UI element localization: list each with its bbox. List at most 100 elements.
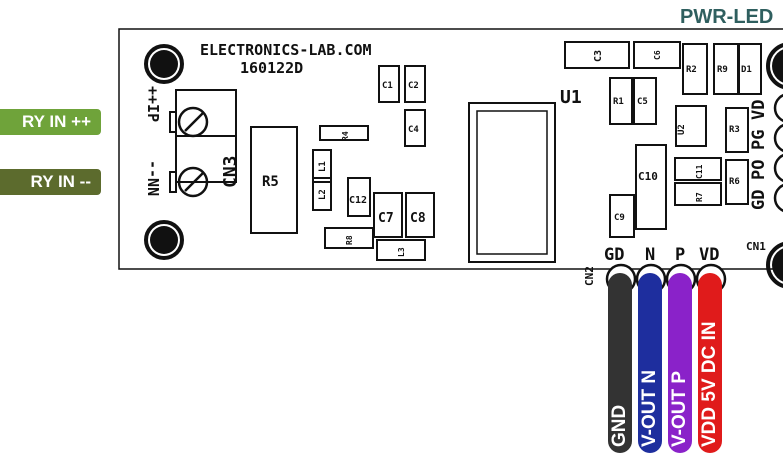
- screw-slot-bottom: [184, 172, 204, 192]
- cn1-pin-gd: GD: [749, 190, 769, 210]
- pin-bar-vdd: [698, 273, 722, 453]
- pin-label-vout-n: V-OUT N: [639, 369, 660, 447]
- d1-label: D1: [741, 65, 752, 75]
- cn1-pad-4: [773, 183, 783, 213]
- cn1-pin-vd: VD: [749, 100, 769, 120]
- terminal-tab-bottom: [169, 171, 177, 193]
- u2-label: U2: [677, 124, 687, 135]
- pin-label-vout-p: V-OUT P: [669, 370, 690, 447]
- r3-label: R3: [729, 125, 740, 135]
- c8-outline: [405, 192, 435, 238]
- pin-bar-gnd: [608, 273, 632, 453]
- c2-outline: [404, 65, 426, 103]
- terminal-screw-bottom: [177, 166, 209, 198]
- mounting-hole-bottom-left-fill: [150, 226, 178, 254]
- r5-outline: [250, 126, 298, 234]
- pin-label-vdd: VDD 5V DC IN: [699, 321, 720, 447]
- cn1-pin-pg: PG: [749, 130, 769, 150]
- terminal-plus-label: ++IP: [144, 86, 162, 122]
- c7-outline: [373, 192, 403, 238]
- cn1-pin-circles: [773, 93, 783, 213]
- mounting-hole-top-right: [766, 43, 783, 89]
- screw-slot-top: [184, 112, 204, 132]
- cn1-pad-3: [773, 153, 783, 183]
- c5-outline: [633, 77, 657, 125]
- c11-label: C11: [695, 164, 704, 179]
- r2-outline: [682, 43, 708, 95]
- cn2-pin-p: P: [675, 245, 685, 265]
- cn2-pin-vd: VD: [699, 245, 719, 265]
- r7-outline: [674, 182, 722, 206]
- r6-outline: [725, 159, 749, 205]
- cn1-pin-po: PO: [749, 160, 769, 180]
- mounting-hole-bottom-right: [766, 242, 783, 288]
- r1-outline: [609, 77, 633, 125]
- r6-label: R6: [729, 177, 740, 187]
- r2-label: R2: [686, 65, 697, 75]
- c9-outline: [609, 194, 635, 238]
- u2-outline: [675, 105, 707, 147]
- l3-outline: [376, 239, 426, 261]
- l2-label: L2: [318, 189, 328, 200]
- r3-outline: [725, 107, 749, 153]
- c4-outline: [404, 109, 426, 147]
- c9-label: C9: [614, 213, 625, 223]
- pwr-led-label: PWR-LED: [680, 6, 774, 28]
- r9-label: R9: [717, 65, 728, 75]
- cn1-pad-1: [773, 93, 783, 123]
- l1-outline: [312, 149, 332, 183]
- mounting-hole-top-left-fill: [150, 50, 178, 78]
- c8-label: C8: [410, 211, 426, 226]
- cn1-label: CN1: [746, 240, 766, 253]
- c6-label: C6: [653, 50, 662, 60]
- mounting-hole-top-left: [144, 44, 184, 84]
- cn1-pin-labels: VD PG PO GD: [749, 100, 769, 210]
- c1-label: C1: [382, 81, 393, 91]
- c4-label: C4: [408, 125, 419, 135]
- c2-label: C2: [408, 81, 419, 91]
- battery-in-plus-label: RY IN ++: [0, 109, 101, 135]
- r4-label: R4: [341, 131, 350, 141]
- c5-label: C5: [637, 97, 648, 107]
- mounting-hole-bottom-left: [144, 220, 184, 260]
- c12-label: C12: [349, 195, 367, 206]
- cn2-pin-gd: GD: [604, 245, 624, 265]
- mounting-hole-bottom-right-fill: [772, 248, 783, 282]
- pin-bar-vout-n: [638, 273, 662, 453]
- r8-outline: [324, 227, 374, 249]
- cn2-pin-labels: GD N P VD: [604, 245, 719, 265]
- r1-label: R1: [613, 97, 624, 107]
- l2-outline: [312, 177, 332, 211]
- board-code-text: 160122D: [240, 59, 303, 77]
- r7-label: R7: [695, 192, 704, 202]
- c7-label: C7: [378, 211, 394, 226]
- c3-outline: [564, 41, 630, 69]
- u1-outline: [468, 102, 556, 263]
- c12-outline: [347, 177, 371, 217]
- pin-label-gnd: GND: [609, 404, 630, 447]
- d1-outline: [738, 43, 762, 95]
- c10-label: C10: [638, 170, 658, 183]
- u1-inner: [476, 110, 548, 255]
- cn1-pad-2: [773, 123, 783, 153]
- brand-text: ELECTRONICS-LAB.COM: [200, 41, 372, 59]
- terminal-minus-label: --NN: [144, 160, 162, 196]
- r4-outline: [319, 125, 369, 141]
- cn2-pin-n: N: [645, 245, 655, 265]
- l3-label: L3: [397, 247, 406, 257]
- terminal-screw-top: [177, 106, 209, 138]
- c11-outline: [674, 157, 722, 181]
- battery-in-minus-label: RY IN --: [0, 169, 101, 195]
- c3-label: C3: [593, 50, 604, 62]
- c10-outline: [635, 144, 667, 230]
- c1-outline: [378, 65, 400, 103]
- terminal-tab-top: [169, 111, 177, 133]
- u1-label: U1: [560, 87, 582, 108]
- cn3-label: CN3: [220, 155, 241, 188]
- l1-label: L1: [318, 161, 328, 172]
- r5-label: R5: [262, 174, 279, 190]
- r8-label: R8: [345, 235, 354, 245]
- mounting-hole-top-right-fill: [772, 49, 783, 83]
- pin-bar-vout-p: [668, 273, 692, 453]
